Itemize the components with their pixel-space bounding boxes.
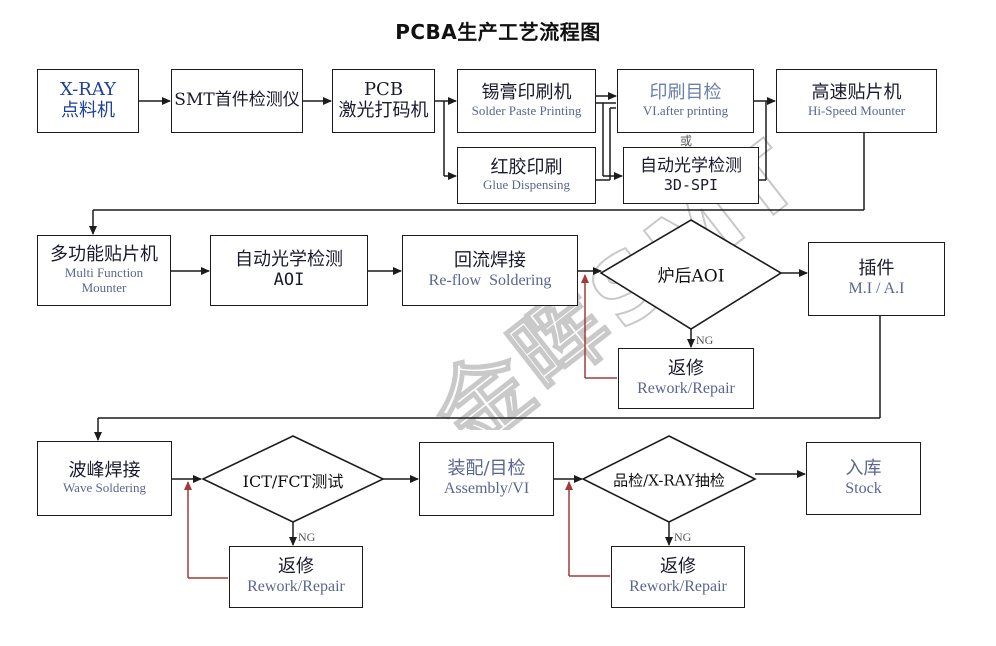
ng-label-row3b: NG <box>674 530 692 544</box>
box-glue-dispensing: 红胶印刷 Glue Dispensing <box>457 147 596 204</box>
box-rework-row2: 返修 Rework/Repair <box>618 348 754 409</box>
smt-first-line1: SMT首件检测仪 <box>174 90 300 111</box>
stock-line2: Stock <box>845 479 882 497</box>
xray-line1: X-RAY <box>60 79 116 101</box>
xray-line2: 点料机 <box>61 100 115 121</box>
box-reflow-soldering: 回流焊接 Re-flow Soldering <box>402 235 578 306</box>
rework3a-line2: Rework/Repair <box>247 578 345 596</box>
box-stock: 入库 Stock <box>806 442 921 515</box>
reflow-line2: Re-flow Soldering <box>428 271 552 289</box>
hi-speed-line1: 高速贴片机 <box>811 82 902 104</box>
vi-print-line1: 印刷目检 <box>649 82 722 104</box>
solder-paste-line1: 锡膏印刷机 <box>481 82 572 104</box>
pcb-line2: 激光打码机 <box>338 100 429 121</box>
multi-line3: Mounter <box>81 279 127 295</box>
glue-line1: 红胶印刷 <box>490 156 563 178</box>
mi-line2: M.I / A.I <box>848 280 905 298</box>
pcb-line1: PCB <box>363 79 404 101</box>
box-xray-counter: X-RAY 点料机 <box>37 69 139 133</box>
glue-line2: Glue Dispensing <box>482 177 571 193</box>
diamond-ict <box>201 435 385 523</box>
stock-line1: 入库 <box>845 457 882 479</box>
rework2-line1: 返修 <box>668 357 704 379</box>
box-3d-spi: 自动光学检测 3D-SPI <box>623 147 759 204</box>
post-aoi-label: 炉后AOI <box>657 266 725 287</box>
box-aoi: 自动光学检测 AOI <box>210 235 368 306</box>
rework3b-line1: 返修 <box>660 556 696 578</box>
diamond-post-aoi <box>599 219 783 330</box>
assembly-line1: 装配/目检 <box>447 458 526 480</box>
solder-paste-line2: Solder Paste Printing <box>471 102 582 118</box>
box-solder-paste: 锡膏印刷机 Solder Paste Printing <box>457 69 596 133</box>
qc-xray-label: 品检/X-RAY抽检 <box>613 471 725 490</box>
vi-print-line2: VI.after printing <box>642 102 729 118</box>
hi-speed-line2: Hi-Speed Mounter <box>807 102 906 118</box>
reflow-line1: 回流焊接 <box>454 249 526 271</box>
assembly-line2: Assembly/VI <box>443 480 530 498</box>
aoi-line2: AOI <box>273 270 305 291</box>
box-rework-row3b: 返修 Rework/Repair <box>611 546 745 608</box>
rework3a-line1: 返修 <box>278 556 314 578</box>
page-title: PCBA生产工艺流程图 <box>395 20 601 44</box>
box-smt-first-inspection: SMT首件检测仪 <box>171 69 303 133</box>
box-mi-ai: 插件 M.I / A.I <box>808 242 945 316</box>
ict-fct-label: ICT/FCT测试 <box>242 472 344 491</box>
ng-label-row2: NG <box>696 333 714 347</box>
rework2-line2: Rework/Repair <box>637 379 735 397</box>
multi-line2: Multi Function <box>64 264 144 280</box>
box-assembly-vi: 装配/目检 Assembly/VI <box>419 442 554 516</box>
box-multi-function-mounter: 多功能贴片机 Multi Function Mounter <box>37 235 171 306</box>
box-wave-soldering: 波峰焊接 Wave Soldering <box>37 441 172 516</box>
multi-line1: 多功能贴片机 <box>50 244 158 266</box>
box-hi-speed-mounter: 高速贴片机 Hi-Speed Mounter <box>776 69 937 133</box>
spi-line2: 3D-SPI <box>663 175 719 194</box>
wave-line1: 波峰焊接 <box>68 459 141 481</box>
ng-label-row3a: NG <box>298 530 316 544</box>
box-vi-after-printing: 印刷目检 VI.after printing <box>617 69 754 133</box>
diamond-qc <box>581 435 757 523</box>
mi-line1: 插件 <box>858 258 895 280</box>
aoi-line1: 自动光学检测 <box>235 249 343 271</box>
spi-line1: 自动光学检测 <box>640 156 742 177</box>
box-rework-row3a: 返修 Rework/Repair <box>229 546 363 608</box>
box-pcb-laser: PCB 激光打码机 <box>332 69 435 133</box>
wave-line2: Wave Soldering <box>62 480 147 496</box>
rework3b-line2: Rework/Repair <box>629 578 727 596</box>
or-label: 或 <box>680 134 693 148</box>
